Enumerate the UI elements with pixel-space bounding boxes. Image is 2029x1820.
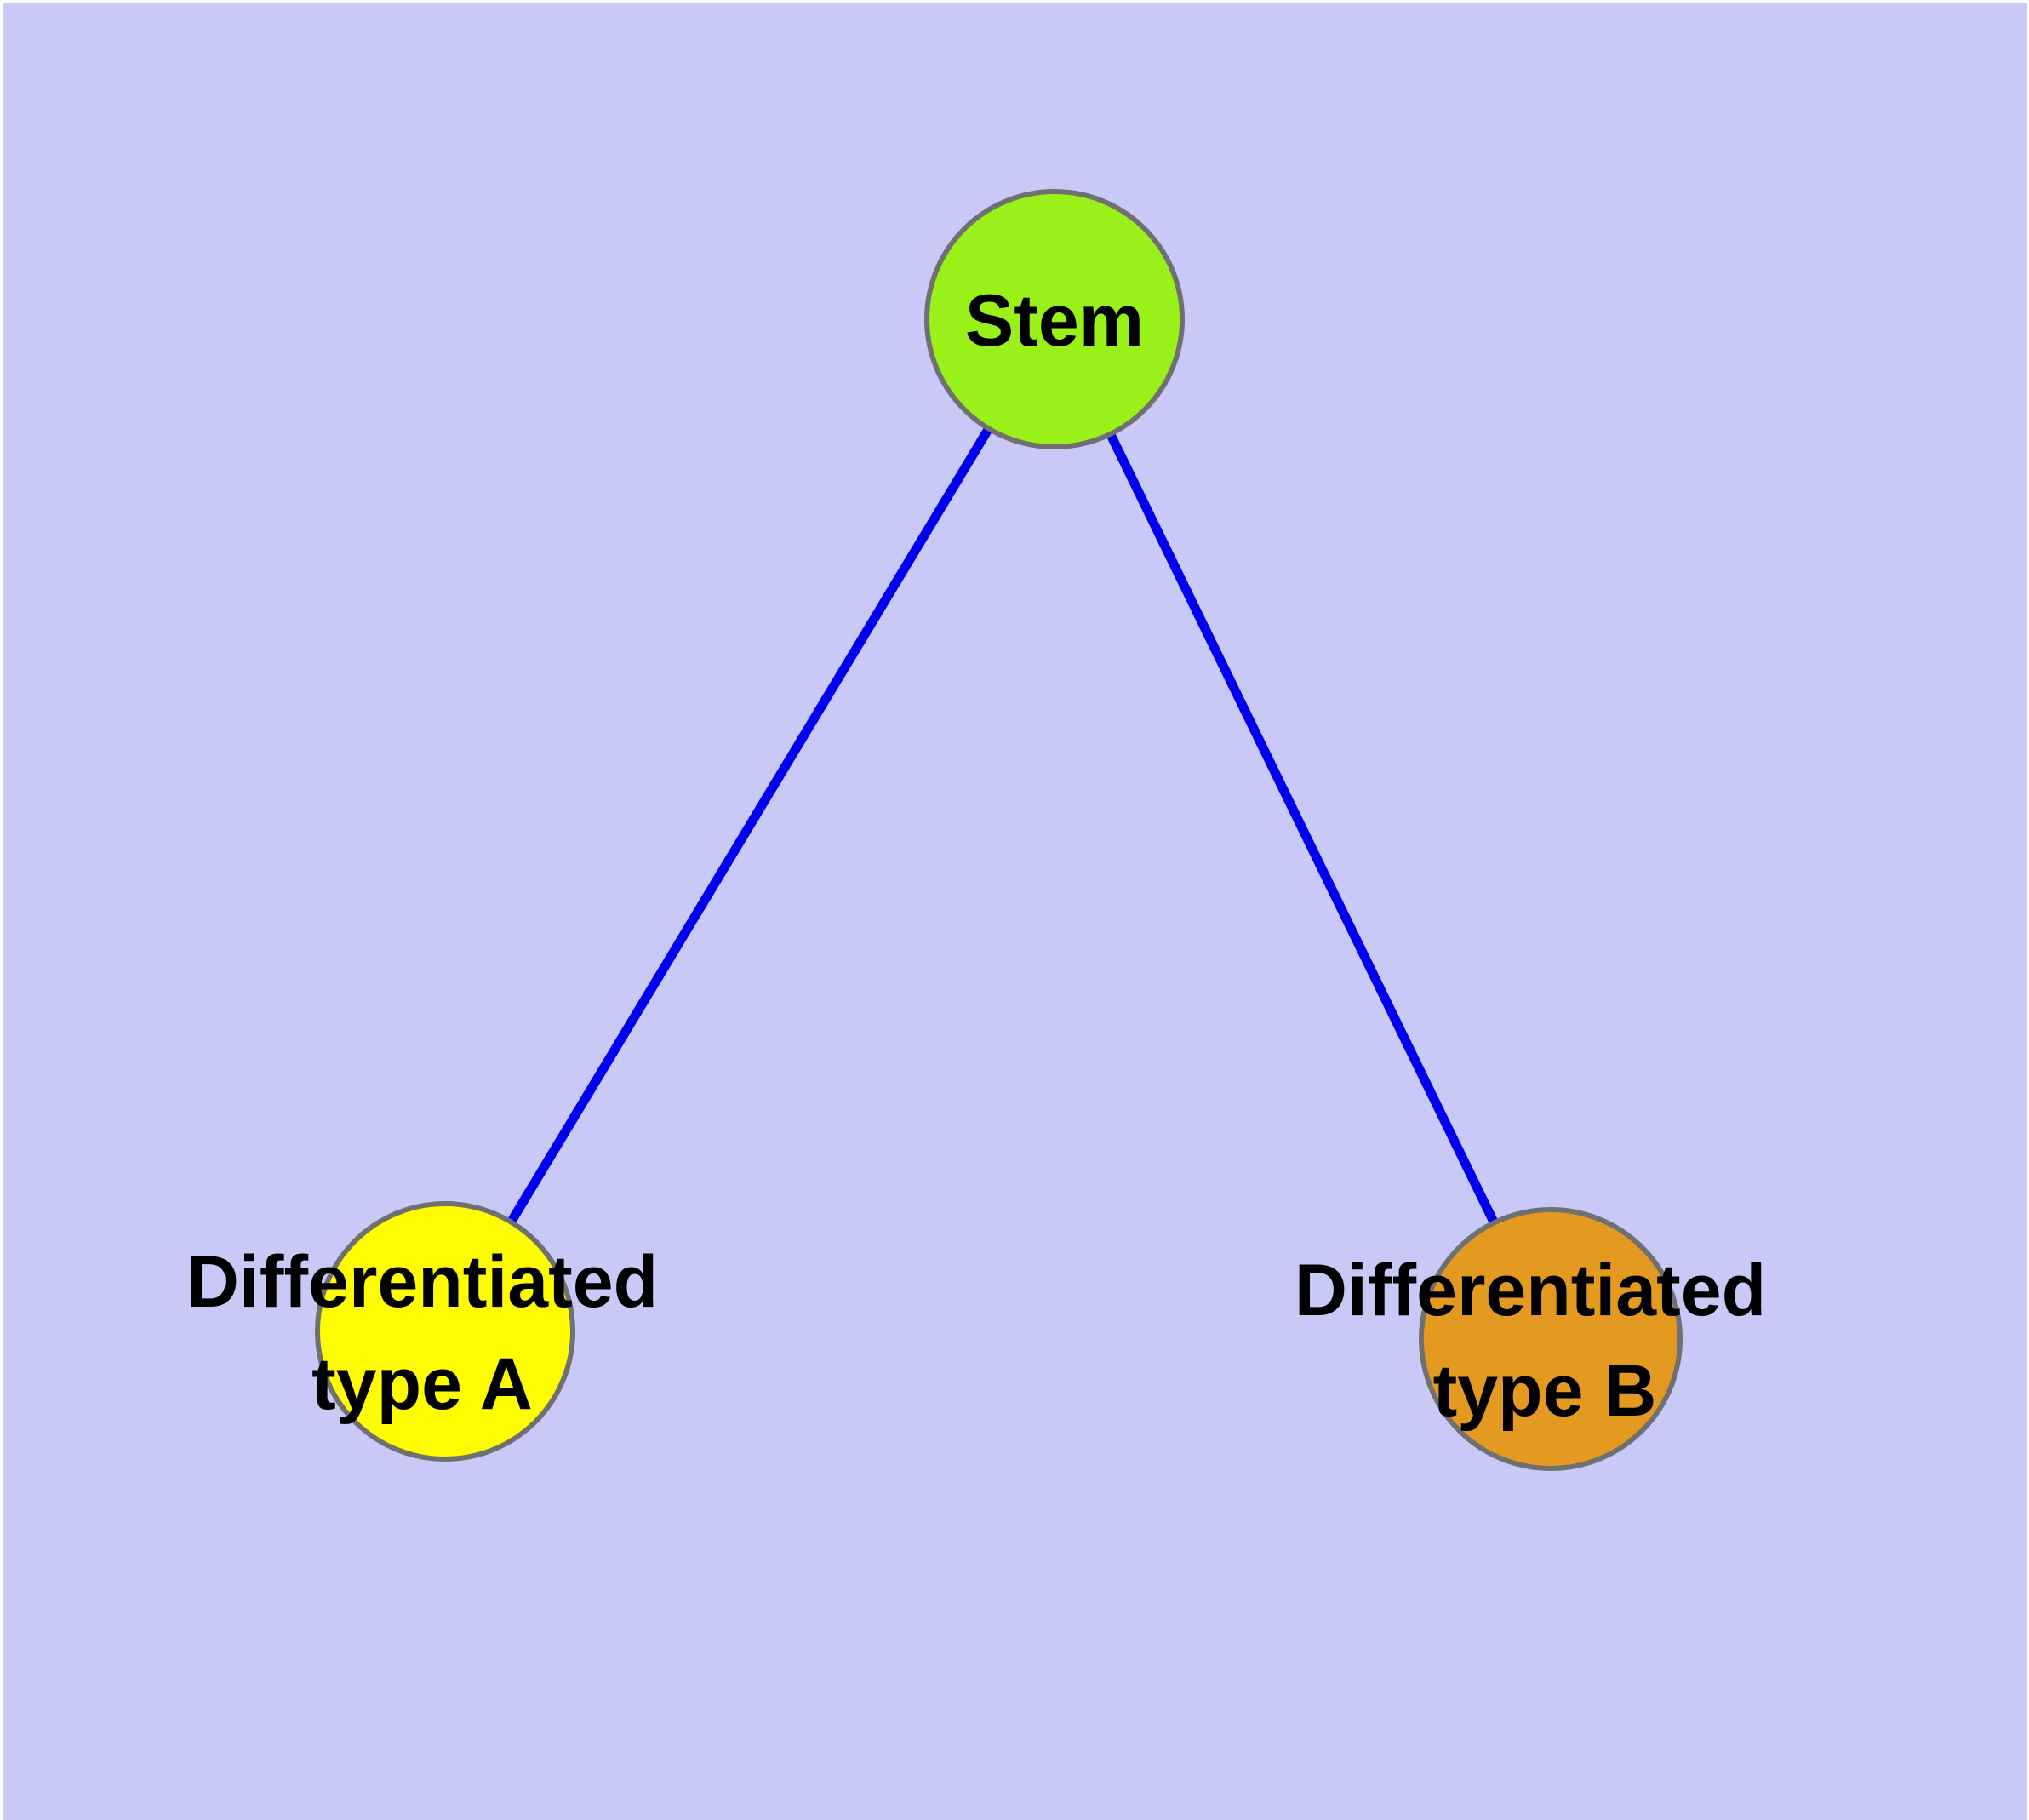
node-differentiated-type-b[interactable]: [1419, 1207, 1683, 1471]
node-differentiated-type-a[interactable]: [315, 1201, 575, 1462]
edge-stem-to-type-b[interactable]: [1049, 314, 1556, 1344]
edge-stem-to-type-a[interactable]: [440, 314, 1060, 1336]
node-stem[interactable]: [924, 189, 1185, 449]
